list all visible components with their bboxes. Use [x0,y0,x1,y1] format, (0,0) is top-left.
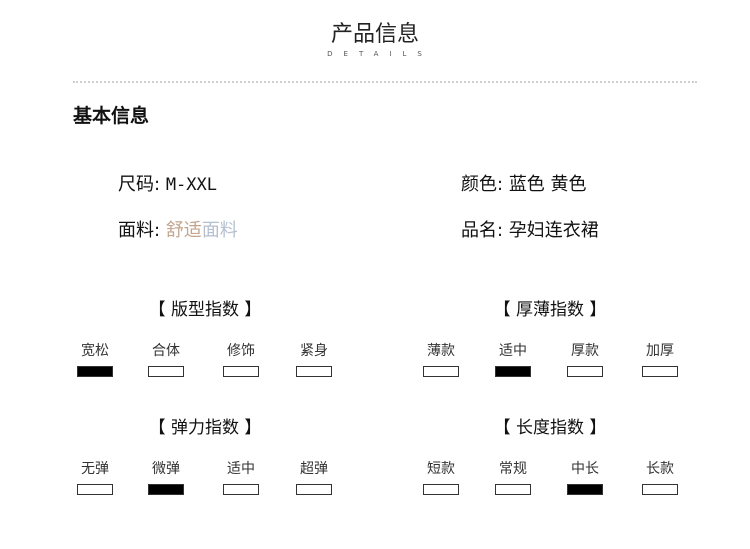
option-indicator [495,484,531,495]
size-info: 尺码: M-XXL [118,170,217,196]
index-option: 薄款 [411,340,471,377]
option-label: 无弹 [81,461,109,477]
option-indicator [296,484,332,495]
elasticity-index: 【 弹力指数 】无弹 微弹 适中 超弹 [55,413,355,513]
index-option: 厚款 [555,340,615,377]
index-option: 常规 [483,458,543,495]
fabric-label: 面料: [118,220,161,241]
color-value: 蓝色 黄色 [508,174,587,195]
index-option: 合体 [136,340,196,377]
option-label: 紧身 [300,343,328,359]
option-label: 宽松 [81,343,109,359]
fabric-info: 面料: 舒适面料 [118,216,238,242]
index-option: 无弹 [65,458,125,495]
option-label: 合体 [152,343,180,359]
option-label: 薄款 [427,343,455,359]
option-label: 适中 [499,343,527,359]
option-indicator [223,366,259,377]
option-label: 加厚 [646,343,674,359]
page-title: 产品信息 [330,22,419,47]
fabric-value-b: 面料 [201,220,238,241]
index-option: 适中 [211,458,271,495]
fit-index: 【 版型指数 】宽松 合体 修饰 紧身 [55,295,355,395]
index-option: 加厚 [630,340,690,377]
size-label: 尺码: [118,174,161,195]
option-indicator [296,366,332,377]
option-indicator [567,366,603,377]
index-title: 【 长度指数 】 [493,418,607,438]
product-name-info: 品名: 孕妇连衣裙 [461,216,599,242]
section-title: 基本信息 [73,105,150,127]
option-indicator [642,484,678,495]
option-label: 中长 [571,461,599,477]
index-option: 长款 [630,458,690,495]
thickness-index: 【 厚薄指数 】薄款 适中 厚款 加厚 [400,295,700,395]
index-title: 【 版型指数 】 [148,300,262,320]
fabric-value-a: 舒适 [165,220,202,241]
option-label: 长款 [646,461,674,477]
index-option: 修饰 [211,340,271,377]
option-indicator [423,366,459,377]
option-indicator [77,484,113,495]
color-info: 颜色: 蓝色 黄色 [461,170,587,196]
option-label: 修饰 [227,343,255,359]
option-indicator [642,366,678,377]
index-option: 适中 [483,340,543,377]
dotted-divider [73,81,697,83]
name-value: 孕妇连衣裙 [508,220,599,241]
index-option: 超弹 [284,458,344,495]
option-indicator [223,484,259,495]
page-subtitle: DETAILS [327,50,433,58]
size-value: M-XXL [165,175,217,195]
name-label: 品名: [461,220,504,241]
index-title: 【 厚薄指数 】 [493,300,607,320]
color-label: 颜色: [461,174,504,195]
selected-indicator [77,366,113,377]
index-title: 【 弹力指数 】 [148,418,262,438]
option-indicator [148,366,184,377]
selected-indicator [148,484,184,495]
option-label: 微弹 [152,461,180,477]
selected-indicator [567,484,603,495]
index-option: 中长 [555,458,615,495]
index-option: 短款 [411,458,471,495]
option-label: 厚款 [571,343,599,359]
index-option: 紧身 [284,340,344,377]
length-index: 【 长度指数 】短款 常规 中长 长款 [400,413,700,513]
index-option: 微弹 [136,458,196,495]
option-label: 短款 [427,461,455,477]
selected-indicator [495,366,531,377]
option-label: 适中 [227,461,255,477]
index-option: 宽松 [65,340,125,377]
option-label: 常规 [499,461,527,477]
option-indicator [423,484,459,495]
option-label: 超弹 [300,461,328,477]
